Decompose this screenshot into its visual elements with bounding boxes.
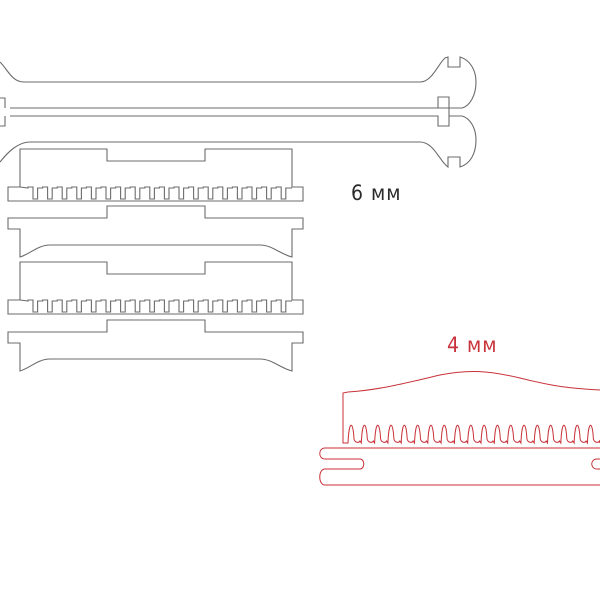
thickness-label-6mm: 6 мм <box>351 181 402 205</box>
plate-part-1 <box>7 205 304 258</box>
long-bar-bottom <box>0 115 477 168</box>
divider-strip <box>0 96 462 127</box>
plate-part-2 <box>7 319 304 372</box>
comb-part-1 <box>7 148 304 202</box>
red-comb-part <box>342 370 600 445</box>
red-base-strip <box>319 447 600 486</box>
thickness-label-4mm: 4 мм <box>447 333 498 357</box>
comb-part-2 <box>7 261 304 315</box>
long-bar-top <box>0 56 477 109</box>
six-mm-parts <box>0 56 477 372</box>
four-mm-parts <box>319 370 600 486</box>
